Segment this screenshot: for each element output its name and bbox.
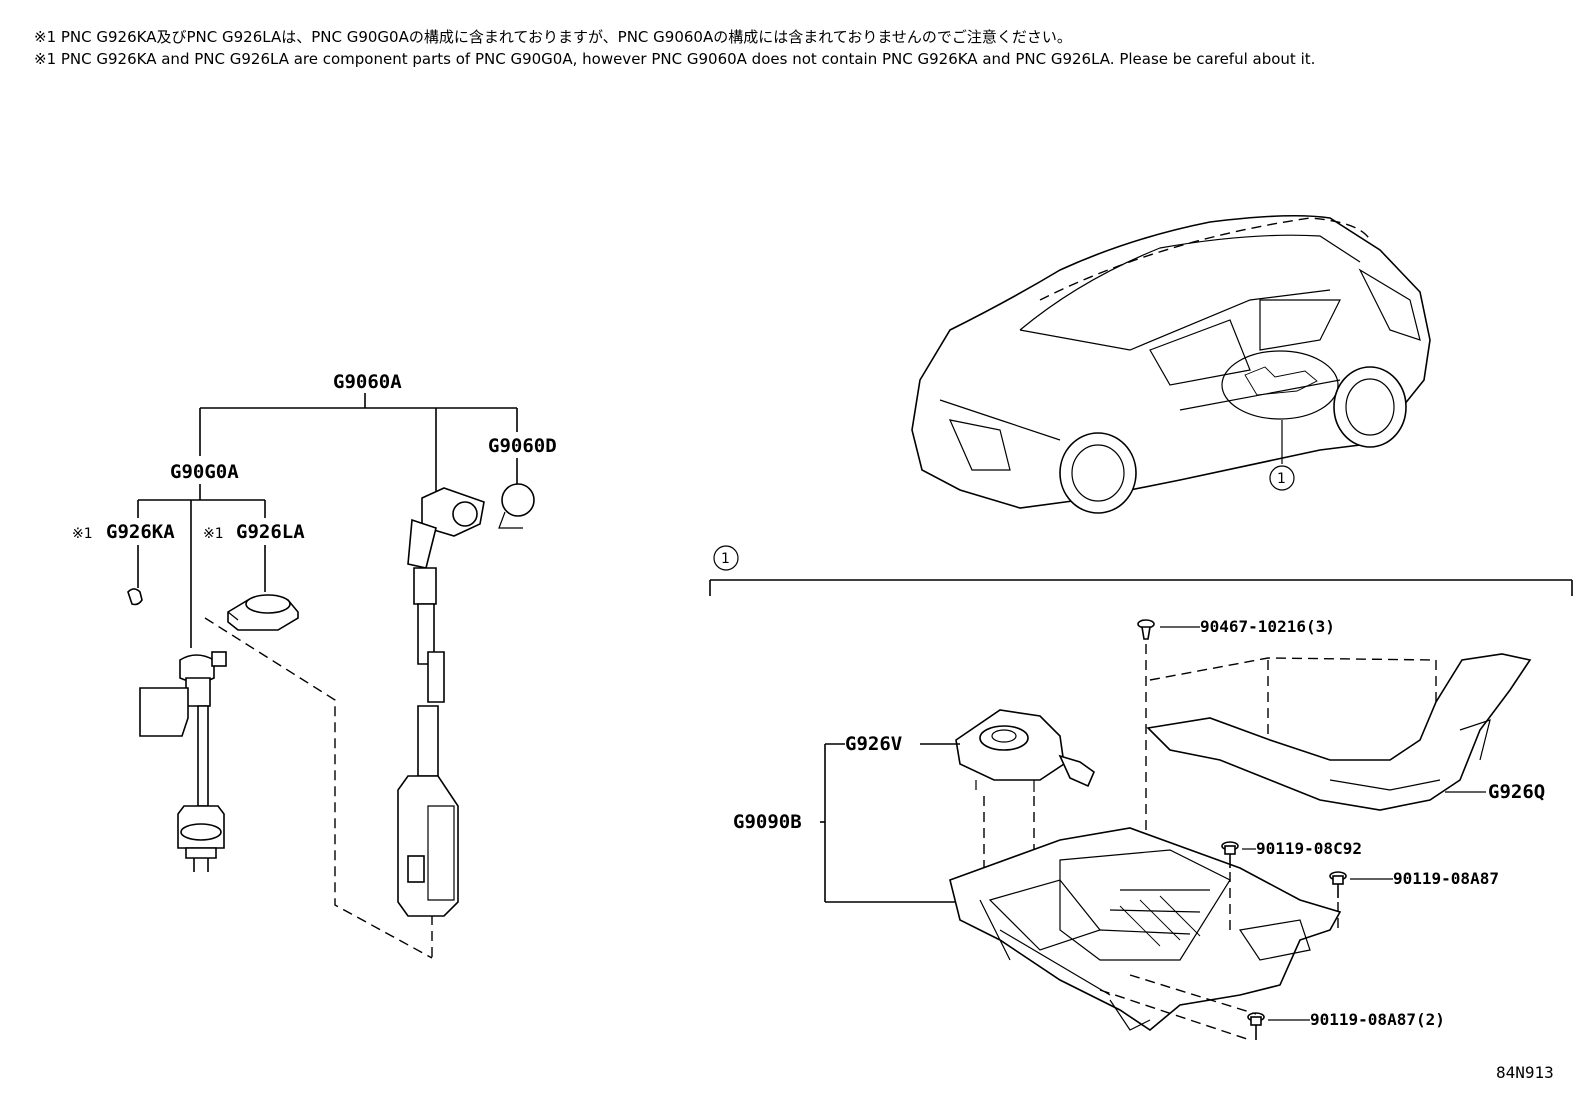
bolt-90119-08a87 xyxy=(1329,871,1347,898)
bolt-90119-08c92 xyxy=(1221,841,1239,868)
callout-ref-vehicle: 1 xyxy=(1277,471,1286,487)
charging-cable-group: G9060A G9060D G90G0A ※1 G926KA ※1 G926LA xyxy=(72,371,557,960)
detail-section-frame: 1 xyxy=(709,545,1573,596)
label-g926ka: G926KA xyxy=(106,521,175,543)
label-90119-08a87-2: 90119-08A87(2) xyxy=(1310,1010,1445,1029)
cap-part-g926la xyxy=(227,594,299,631)
label-90119-08c92: 90119-08C92 xyxy=(1256,839,1362,858)
label-90467-10216: 90467-10216(3) xyxy=(1200,617,1335,636)
figure-code: 84N913 xyxy=(1496,1063,1554,1082)
label-g9060d: G9060D xyxy=(488,435,557,457)
duct-g926q xyxy=(1146,653,1532,811)
caution-note-japanese: ※1 PNC G926KA及びPNC G926LAは、PNC G90G0Aの構成… xyxy=(34,28,1072,46)
label-g9060a: G9060A xyxy=(333,371,402,393)
note-mark-ka: ※1 xyxy=(72,526,93,542)
bracket-g926v xyxy=(955,709,1095,792)
charger-unit-g9090b xyxy=(949,827,1342,1031)
charging-connector-cable xyxy=(397,487,485,917)
clip-90467 xyxy=(1137,619,1155,640)
callout-ref-section: 1 xyxy=(721,551,730,567)
caution-note-english: ※1 PNC G926KA and PNC G926LA are compone… xyxy=(34,50,1316,68)
label-g9090b: G9090B xyxy=(733,811,802,833)
label-g926v: G926V xyxy=(845,733,902,755)
note-mark-la: ※1 xyxy=(203,526,224,542)
power-plug-cable xyxy=(139,651,227,872)
bolt-90119-08a87-x2 xyxy=(1247,1012,1265,1040)
label-90119-08a87: 90119-08A87 xyxy=(1393,869,1499,888)
label-g90g0a: G90G0A xyxy=(170,461,239,483)
charger-assembly-group: 90467-10216(3) G926Q G926V G9090B xyxy=(733,617,1545,1041)
vehicle-illustration: 1 xyxy=(911,214,1431,514)
cap-part-g9060d xyxy=(498,483,535,529)
label-g926q: G926Q xyxy=(1488,781,1545,803)
clip-part-g926ka xyxy=(127,588,143,606)
label-g926la: G926LA xyxy=(236,521,305,543)
